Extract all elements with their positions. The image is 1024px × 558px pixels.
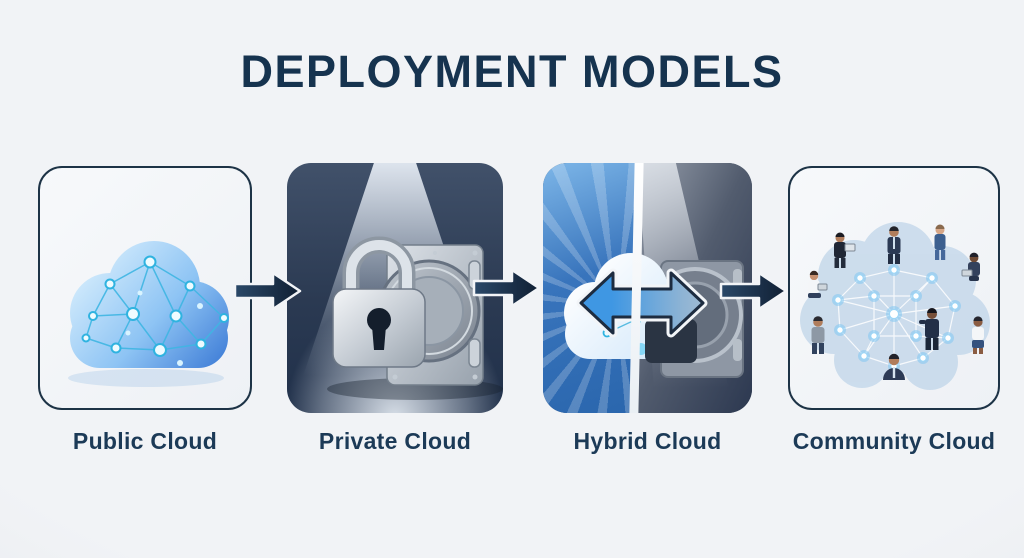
panel-private-cloud: [287, 163, 503, 413]
label-hybrid-cloud: Hybrid Cloud: [573, 428, 722, 454]
right-arrow-icon: [233, 271, 302, 311]
page-title: DEPLOYMENT MODELS: [240, 46, 784, 97]
panel-hybrid-cloud: [543, 163, 752, 413]
label-private-cloud: Private Cloud: [318, 428, 472, 454]
panel-community-cloud: [788, 166, 1000, 410]
right-arrow-icon: [719, 271, 788, 311]
label-public-cloud: Public Cloud: [72, 428, 218, 454]
right-arrow-icon: [472, 268, 541, 308]
people-network-cloud-icon: [800, 222, 990, 390]
padlock-vault-icon: [327, 236, 503, 400]
panel-public-cloud: [38, 166, 252, 410]
public-cloud-network-icon: [68, 241, 229, 387]
community-people: [808, 224, 984, 380]
cloud-vault-sync-icon: [564, 253, 744, 378]
bidirectional-arrow-icon: [579, 271, 705, 335]
label-community-cloud: Community Cloud: [792, 428, 996, 454]
